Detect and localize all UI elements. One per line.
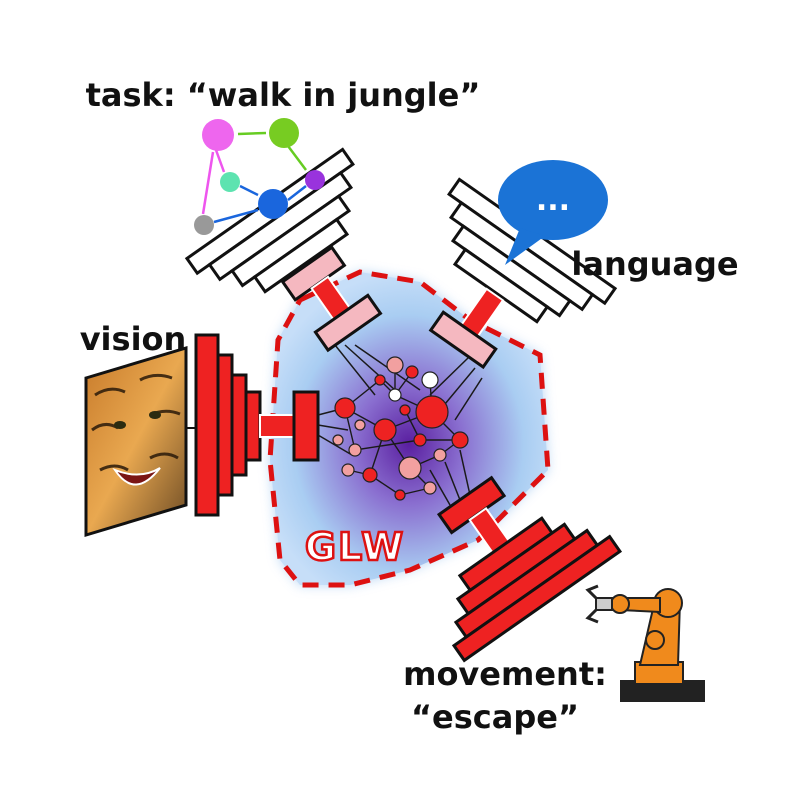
vision-encoder-stack <box>194 333 262 517</box>
task-label: task: “walk in jungle” <box>86 76 481 114</box>
vision-label: vision <box>80 320 187 358</box>
language-adapter <box>428 310 498 370</box>
speech-dots: ... <box>536 183 570 218</box>
movement-label-line1: movement: <box>403 655 607 693</box>
vision-adapter <box>292 390 320 462</box>
movement-decoder-stack <box>451 516 623 663</box>
robot-arm-icon <box>585 584 705 702</box>
module-wires <box>317 344 483 506</box>
speech-bubble-icon: ... <box>498 160 608 265</box>
tiger-photo-icon <box>84 345 196 538</box>
task-adapter-lower <box>313 293 383 353</box>
glw-label: GLW <box>305 525 405 569</box>
vision-module <box>194 333 320 517</box>
vision-link <box>259 414 297 438</box>
movement-module <box>436 475 623 663</box>
glw-core-network <box>332 356 469 501</box>
task-graph-icon <box>194 118 325 235</box>
language-label: language <box>571 245 738 283</box>
movement-label-line2: “escape” <box>411 698 579 736</box>
